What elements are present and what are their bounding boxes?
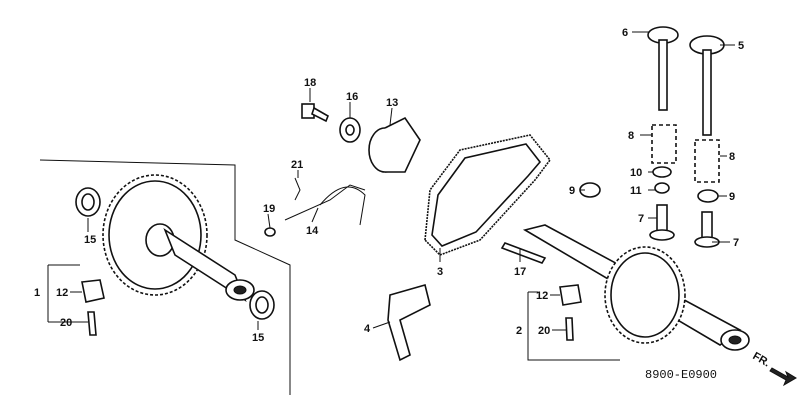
front-arrow: FR.	[751, 350, 797, 387]
key-17	[500, 242, 547, 264]
washer-15-left	[75, 187, 101, 217]
front-label: FR.	[751, 350, 772, 369]
callout-14: 14	[306, 225, 319, 237]
bolt-18	[301, 103, 330, 123]
callout-20-right: 20	[538, 325, 550, 337]
pin-20-right	[565, 317, 574, 341]
callout-16: 16	[346, 91, 358, 103]
washer-16	[339, 117, 361, 143]
callout-20-left: 20	[60, 317, 72, 329]
washer-15-lower	[249, 290, 275, 320]
weight-12-right	[559, 284, 582, 306]
chain-guide-4	[387, 284, 431, 362]
callout-7-right: 7	[733, 237, 739, 249]
right-camshaft	[522, 224, 750, 351]
group-2-bracket	[527, 291, 620, 361]
callout-12-right: 12	[536, 290, 548, 302]
callout-9-left: 9	[569, 185, 575, 197]
pin-20-left	[87, 311, 97, 336]
washer-19	[264, 227, 276, 237]
callout-7-left: 7	[638, 213, 644, 225]
valve-5	[689, 35, 725, 136]
callout-18: 18	[304, 77, 316, 89]
callout-6: 6	[622, 27, 628, 39]
callout-1: 1	[34, 287, 40, 299]
callout-21: 21	[291, 159, 303, 171]
callout-12-left: 12	[56, 287, 68, 299]
retainer-9-right	[697, 189, 719, 203]
left-panel-outline	[39, 159, 291, 395]
front-arrow-icon	[769, 367, 797, 387]
retainer-10	[652, 166, 672, 178]
leader-lines	[70, 31, 735, 331]
lifter-7-right	[694, 211, 720, 248]
tensioner-13	[368, 116, 421, 173]
callout-8-right: 8	[729, 151, 735, 163]
callout-9-right: 9	[729, 191, 735, 203]
callout-15-left: 15	[84, 234, 96, 246]
group-1-bracket	[47, 264, 80, 323]
callout-19: 19	[263, 203, 275, 215]
lever-14	[284, 184, 366, 221]
callout-13: 13	[386, 97, 398, 109]
callout-2: 2	[516, 325, 522, 337]
weight-12-left	[81, 279, 105, 303]
retainer-11	[654, 182, 670, 194]
valve-spring-8-left	[651, 124, 677, 164]
callout-5: 5	[738, 40, 744, 52]
clip-21	[294, 177, 301, 201]
valve-spring-8-right	[694, 139, 720, 183]
callout-10: 10	[630, 167, 642, 179]
callout-15-lower: 15	[252, 332, 264, 344]
callout-3: 3	[437, 266, 443, 278]
callout-8-left: 8	[628, 130, 634, 142]
lifter-7-left	[649, 204, 675, 241]
valve-6	[647, 26, 679, 111]
diagram-code: 8900-E0900	[645, 368, 717, 382]
callout-17: 17	[514, 266, 526, 278]
callout-4: 4	[364, 323, 371, 335]
callout-11: 11	[630, 185, 642, 197]
left-camshaft	[102, 174, 255, 303]
